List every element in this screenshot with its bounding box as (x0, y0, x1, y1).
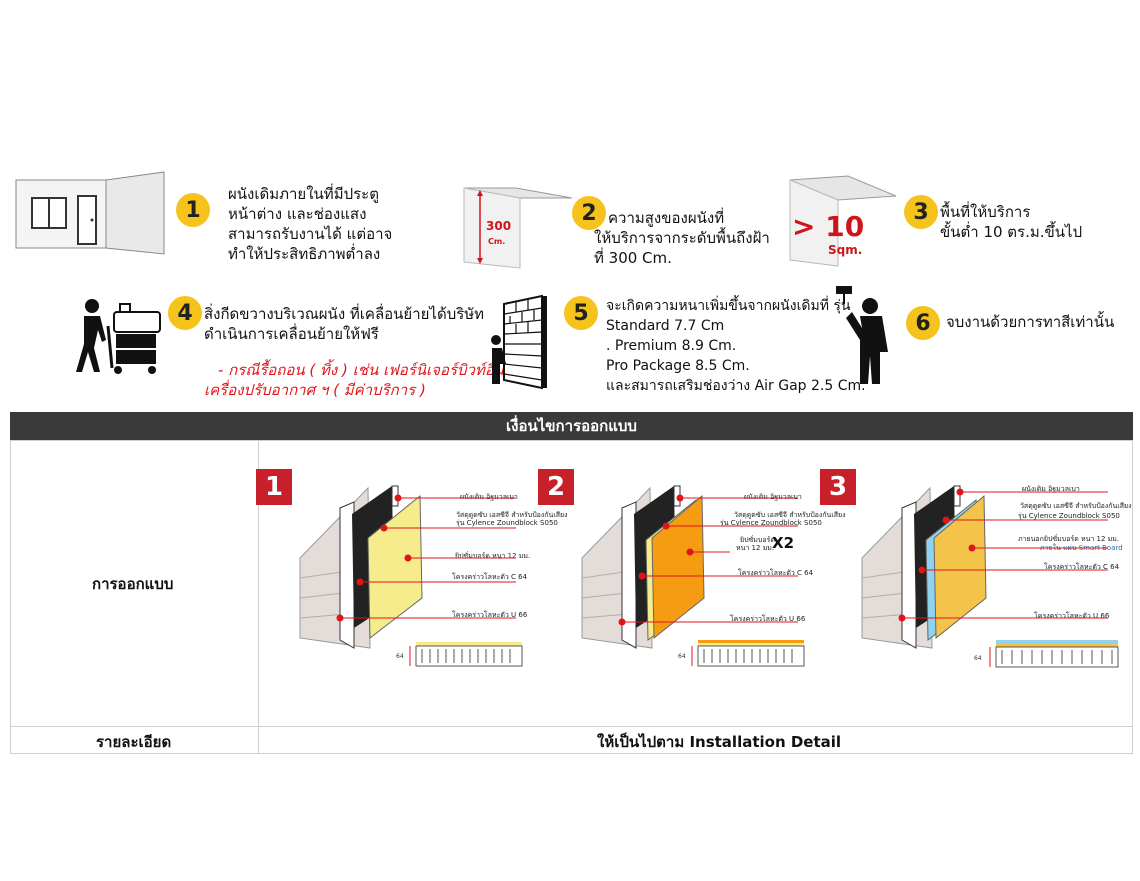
design-table (10, 440, 1133, 754)
step-6-text: จบงานด้วยการทาสีเท่านั้น (946, 313, 1115, 331)
option-1-wall-diagram (299, 485, 423, 649)
step-2-number: 2 (572, 196, 606, 230)
option-2-label-gypsum: ยิปซั่มบอร์ด (740, 536, 775, 544)
painter-icon (836, 286, 888, 384)
option-1-section-detail: 64 (396, 642, 523, 667)
wall-height-unit: Cm. (488, 237, 505, 246)
wall-height-value: 300 (486, 219, 511, 233)
area-unit: Sqm. (828, 243, 862, 257)
step-4-text: สิ่งกีดขวางบริเวณผนัง ที่เคลื่อนย้ายได้บ… (204, 305, 485, 343)
option-1-label-wall: ผนังเดิม อิฐมวลเบา (460, 493, 518, 501)
option-2-wall-diagram (581, 485, 705, 649)
step-3-number: 3 (904, 195, 938, 229)
option-3-number: 3 (820, 469, 856, 505)
step-1-text: ผนังเดิมภายในที่มีประตูหน้าต่าง และช่องแ… (228, 185, 393, 263)
section-header: เงื่อนไขการออกแบบ (10, 412, 1133, 440)
option-1-label-c64: โครงคร่าวโลหะตัว C 64 (452, 573, 528, 581)
option-3-label-wall: ผนังเดิม อิฐมวลเบา (1022, 485, 1080, 493)
option-1-label-gypsum: ยิปซั่มบอร์ด หนา 12 มม. (455, 552, 531, 560)
step-3-text: พื้นที่ให้บริการขั้นต่ำ 10 ตร.ม.ขึ้นไป (940, 203, 1083, 241)
option-2-label-u66: โครงคร่าวโลหะตัว U 66 (730, 615, 806, 623)
table-divider-vertical (258, 440, 259, 753)
row-detail-label: รายละเอียด (96, 733, 172, 751)
option-3-label-absorber-model: รุ่น Cylence Zoundblock S050 (1018, 512, 1120, 520)
step-5-number: 5 (564, 296, 598, 330)
option-1-label-absorber: วัสดุดูดซับ เอสซีจี สำหรับป้องกันเสียง (456, 511, 568, 519)
mover-icon (76, 299, 161, 374)
row-design-label: การออกแบบ (92, 575, 174, 593)
room-illustration-icon (15, 171, 165, 255)
option-2-label-absorber-model: รุ่น Cylence Zoundblock S050 (720, 519, 822, 527)
area-value: > 10 (792, 210, 864, 243)
option-2-label-x2: X2 (772, 534, 795, 552)
option-2-label-c64: โครงคร่าวโลหะตัว C 64 (738, 569, 814, 577)
option-2-number: 2 (538, 469, 574, 505)
option-3-dim: 64 (974, 655, 982, 662)
step-5-text: จะเกิดความหนาเพิ่มขึ้นจากผนังเดิมที่ รุ่… (606, 298, 866, 394)
option-1-dim: 64 (396, 653, 404, 660)
option-2-section-detail: 64 (678, 640, 805, 667)
option-2-label-thickness: หนา 12 มม. (736, 544, 775, 552)
wall-height-icon: 300 Cm. (463, 187, 573, 269)
option-3-label-absorber: วัสดุดูดซับ เอสซีจี สำหรับป้องกันเสียง (1020, 502, 1132, 510)
option-2-label-wall: ผนังเดิม อิฐมวลเบา (744, 493, 802, 501)
option-3-red-leaders (898, 488, 1108, 622)
option-3-section-detail: 64 (974, 640, 1119, 668)
step-4-note: - กรณีรื้อถอน ( ทิ้ง ) เช่น เฟอร์นิเจอร์… (204, 361, 514, 399)
option-3-label-gypsum: ภายนอกยิปซั่มบอร์ด หนา 12 มม. (1018, 535, 1120, 543)
option-3-label-c64: โครงคร่าวโลหะตัว C 64 (1044, 563, 1120, 571)
area-icon: > 10 Sqm. (789, 175, 897, 267)
table-divider-horizontal (10, 726, 1133, 727)
step-2-text: ความสูงของผนังที่ให้บริการจากระดับพื้นถึ… (594, 209, 770, 267)
option-2-label-absorber: วัสดุดูดซับ เอสซีจี สำหรับป้องกันเสียง (734, 511, 846, 519)
row-detail-value: ให้เป็นไปตาม Installation Detail (597, 733, 842, 751)
option-2-red-leaders (618, 494, 798, 626)
option-1-label-u66: โครงคร่าวโลหะตัว U 66 (452, 611, 528, 619)
step-1-number: 1 (176, 193, 210, 227)
option-1-number: 1 (256, 469, 292, 505)
brick-wall-worker-icon (491, 294, 547, 390)
option-3-label-u66: โครงคร่าวโลหะตัว U 66 (1034, 612, 1110, 620)
option-1-label-absorber-model: รุ่น Cylence Zoundblock S050 (456, 519, 558, 527)
step-4-number: 4 (168, 296, 202, 330)
step-6-number: 6 (906, 306, 940, 340)
option-1-red-leaders (336, 494, 516, 622)
option-2-dim: 64 (678, 653, 686, 660)
